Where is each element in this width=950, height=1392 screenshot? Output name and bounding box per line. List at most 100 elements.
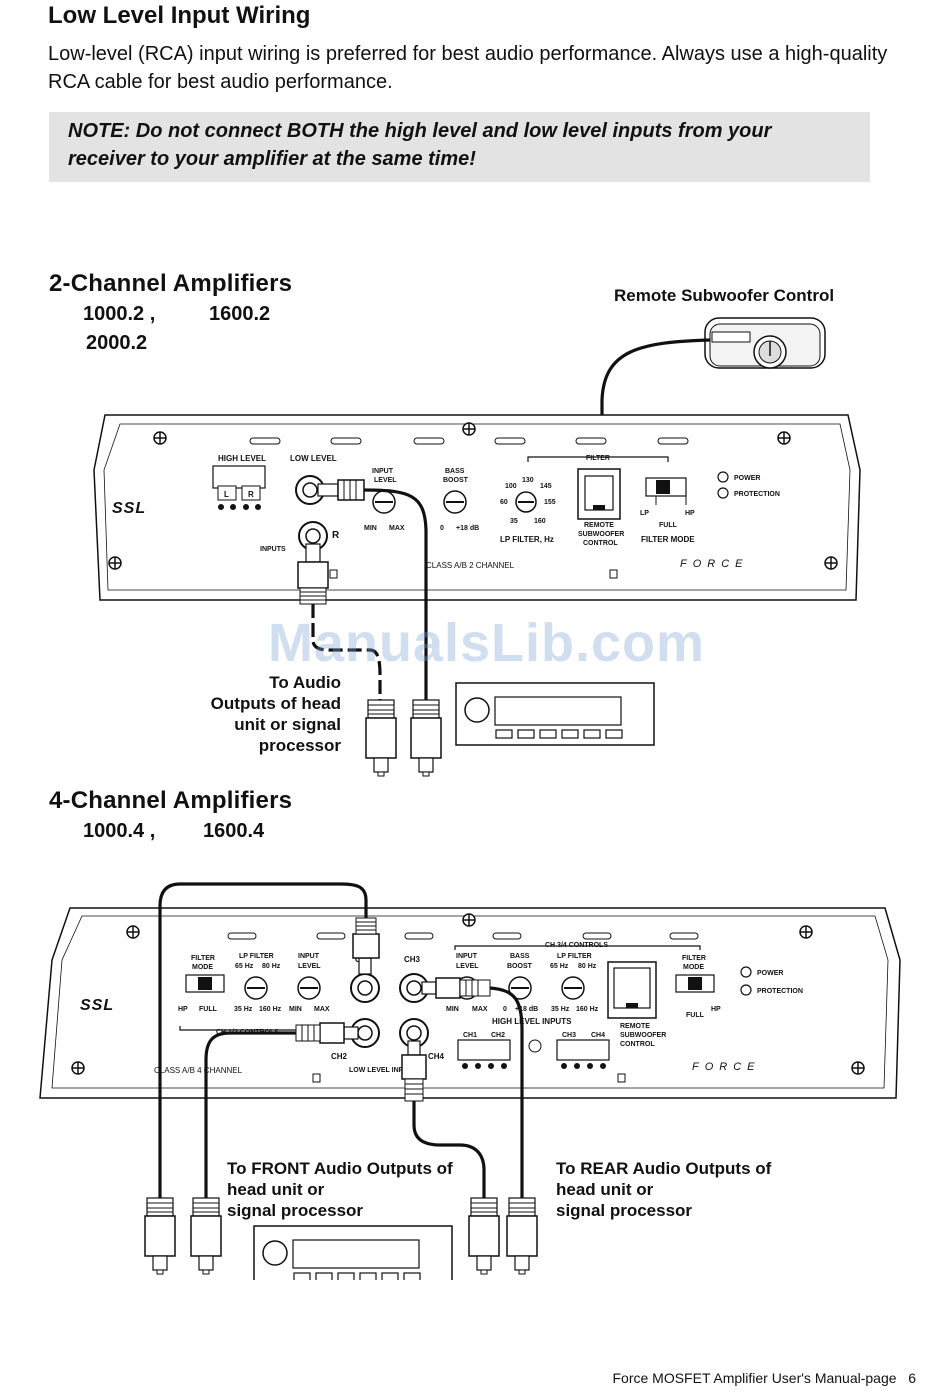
- label-boost-18: +18 dB: [456, 525, 479, 532]
- label-80hz-ch34: 80 Hz: [578, 963, 597, 970]
- head-unit-4ch: [253, 1225, 453, 1280]
- label-level-ch34: LEVEL: [456, 963, 479, 970]
- remote-subwoofer-control-unit: [704, 317, 826, 369]
- protection-led-icon-4ch: [740, 984, 752, 996]
- caption-rear: To REAR Audio Outputs of head unit or si…: [556, 1158, 771, 1221]
- rca-plug-rear-1: [468, 1197, 500, 1275]
- power-led-icon-4ch: [740, 966, 752, 978]
- label-80hz-ch12: 80 Hz: [262, 963, 281, 970]
- label-filter-mode: FILTER MODE: [641, 535, 695, 544]
- label-control: CONTROL: [583, 540, 618, 547]
- label-lp-filter-hz: LP FILTER, Hz: [500, 535, 554, 544]
- caption-2ch-line-4: processor: [258, 736, 341, 755]
- label-bass-ch34: BASS: [510, 953, 530, 960]
- label-input-ch12: INPUT: [298, 953, 320, 960]
- cable-ch1: [158, 882, 368, 1200]
- amp-4ch-panel: [39, 907, 901, 1099]
- label-class-4ch: CLASS A/B 4 CHANNEL: [154, 1066, 243, 1075]
- label-hl-ch3: CH3: [562, 1032, 576, 1039]
- label-high-level-inputs: HIGH LEVEL INPUTS: [492, 1017, 572, 1026]
- two-channel-wiring-diagram: SSL FORCE HIGH LEVEL L R LOW LEVEL R INP…: [93, 317, 861, 777]
- vent-slots-4ch: [227, 932, 699, 940]
- rca-plug-bottom-l: [410, 699, 442, 777]
- label-65hz-ch12: 65 Hz: [235, 963, 254, 970]
- watermark: ManualsLib.com: [268, 613, 706, 673]
- label-input-level-2: LEVEL: [374, 477, 397, 484]
- label-mode-ch34: MODE: [683, 964, 704, 971]
- label-protection-4ch: PROTECTION: [757, 988, 803, 995]
- label-mode-4ch: MODE: [192, 964, 213, 971]
- rca-plug-ch4: [401, 1040, 427, 1102]
- caption-2ch-line-1: To Audio: [269, 673, 341, 692]
- caption-front-line-3: signal processor: [227, 1201, 364, 1220]
- note-box: NOTE: Do not connect BOTH the high level…: [49, 112, 870, 182]
- high-level-terminal: [212, 465, 266, 489]
- section-title-2ch: 2-Channel Amplifiers: [49, 270, 293, 297]
- rca-plug-rear-2: [506, 1197, 538, 1275]
- rca-plug-ch3: [421, 977, 491, 999]
- screw-icons-4ch: [71, 913, 865, 1075]
- label-r: R: [248, 490, 254, 499]
- label-boost18-ch34: +18 dB: [515, 1006, 538, 1013]
- label-160hz-ch12: 160 Hz: [259, 1006, 282, 1013]
- label-boost-0: 0: [440, 525, 444, 532]
- rca-plug-ch2: [295, 1022, 359, 1044]
- caption-rear-line-3: signal processor: [556, 1201, 693, 1220]
- label-35hz-ch12: 35 Hz: [234, 1006, 253, 1013]
- cable-r: [311, 604, 382, 700]
- label-full-ch12: FULL: [199, 1006, 218, 1013]
- label-full-ch34: FULL: [686, 1012, 705, 1019]
- rca-plug-front-2: [190, 1197, 222, 1275]
- label-ch34-controls: CH 3/4 CONTROLS: [545, 942, 608, 949]
- lp-value-145: 145: [540, 483, 552, 490]
- cable-ch4: [412, 1101, 486, 1200]
- label-input-ch34: INPUT: [456, 953, 478, 960]
- page-title: Low Level Input Wiring: [48, 2, 311, 29]
- label-input-level-1: INPUT: [372, 468, 394, 475]
- label-control-4ch: CONTROL: [620, 1041, 655, 1048]
- label-power: POWER: [734, 475, 760, 482]
- caption-2ch-line-3: unit or signal: [234, 715, 341, 734]
- caption-front-line-1: To FRONT Audio Outputs of: [227, 1159, 453, 1178]
- label-power-4ch: POWER: [757, 970, 783, 977]
- lp-value-100: 100: [505, 483, 517, 490]
- protection-led-icon: [717, 487, 729, 499]
- ssl-logo-4ch: SSL: [80, 997, 114, 1014]
- caption-front-line-2: head unit or: [227, 1180, 325, 1199]
- label-hp-ch34: HP: [711, 1006, 721, 1013]
- model-1600-2: 1600.2: [209, 303, 271, 325]
- label-low-level: LOW LEVEL: [290, 454, 337, 463]
- label-hp-ch12: HP: [178, 1006, 188, 1013]
- power-led-icon: [717, 471, 729, 483]
- label-min: MIN: [364, 525, 377, 532]
- model-1000-4: 1000.4 ,: [83, 820, 156, 842]
- caption-rear-line-2: head unit or: [556, 1180, 654, 1199]
- lp-value-60: 60: [500, 499, 508, 506]
- rca-plug-front-1: [144, 1197, 176, 1275]
- rca-plug-r: [297, 543, 329, 605]
- lp-value-35: 35: [510, 518, 518, 525]
- label-filter-4ch: FILTER: [191, 955, 215, 962]
- high-level-terminal-ch34: [556, 1039, 610, 1061]
- ssl-logo: SSL: [112, 500, 146, 517]
- label-max: MAX: [389, 525, 405, 532]
- label-high-level: HIGH LEVEL: [218, 454, 266, 463]
- label-max-ch34: MAX: [472, 1006, 488, 1013]
- cable-l: [363, 488, 428, 700]
- label-160hz-ch34: 160 Hz: [576, 1006, 599, 1013]
- model-1000-2: 1000.2 ,: [83, 303, 156, 325]
- intro-paragraph: Low-level (RCA) input wiring is preferre…: [48, 43, 888, 93]
- label-full: FULL: [659, 522, 678, 529]
- rca-plug-bottom-r: [365, 699, 397, 777]
- label-ch3: CH3: [404, 955, 421, 964]
- lp-value-160: 160: [534, 518, 546, 525]
- label-lp-filter-ch34: LP FILTER: [557, 953, 592, 960]
- model-2000-2: 2000.2: [86, 332, 148, 354]
- head-unit-2ch: [455, 682, 655, 746]
- force-logo: FORCE: [680, 558, 749, 570]
- label-remote: REMOTE: [584, 522, 614, 529]
- amp-2ch-panel: [93, 414, 861, 601]
- label-class-2ch: CLASS A/B 2 CHANNEL: [426, 561, 515, 570]
- force-logo-4ch: FORCE: [692, 1061, 761, 1073]
- caption-2ch-line-2: Outputs of head: [210, 694, 341, 713]
